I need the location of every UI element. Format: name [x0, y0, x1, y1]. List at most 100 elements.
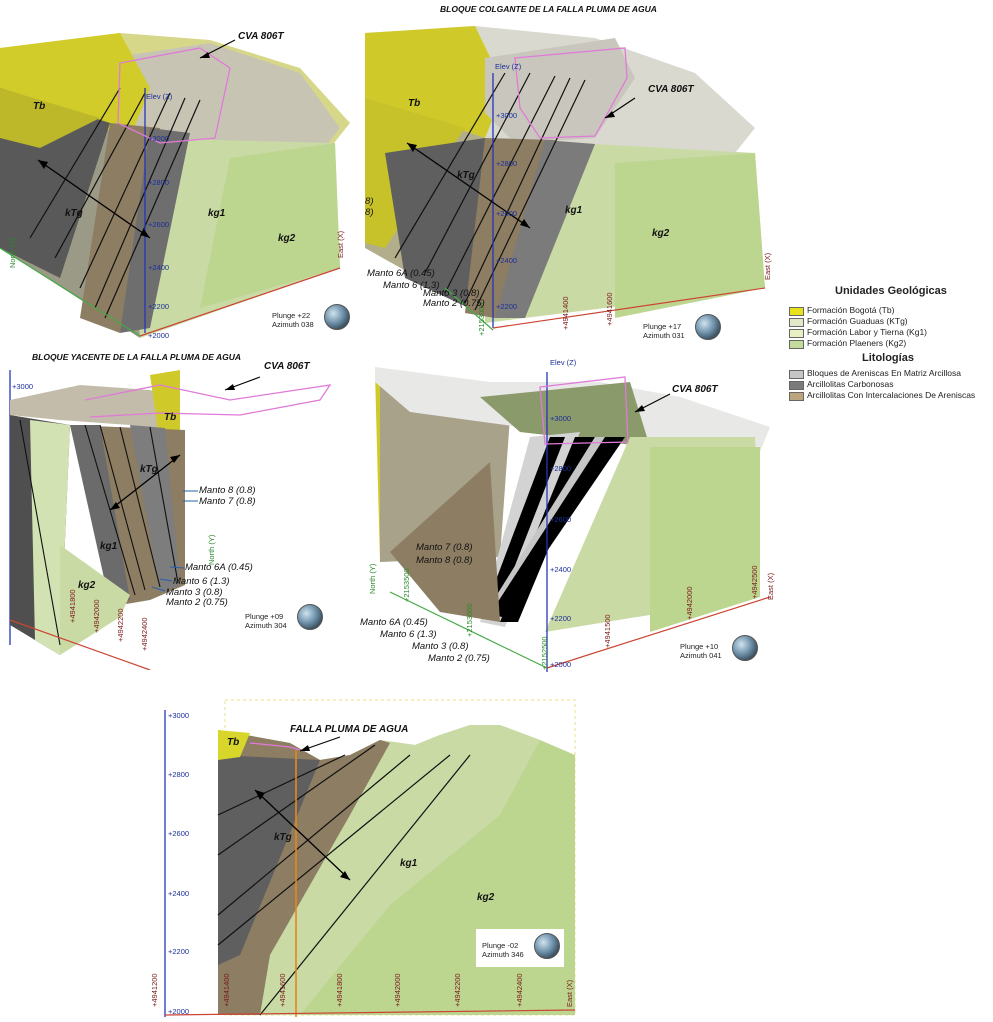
plunge-value: Plunge +17	[643, 322, 682, 331]
east-axis-label: East (X)	[763, 252, 772, 280]
legend-units-title: Unidades Geológicas	[835, 285, 947, 297]
cva-label: CVA 806T	[238, 31, 284, 42]
elev-tick: +2200	[168, 947, 190, 956]
east-axis-label: East (X)	[766, 572, 775, 600]
east-tick: +4942400	[140, 617, 149, 651]
legend-unit-item: Formación Plaeners (Kg2)	[807, 338, 907, 348]
unit-kg2-label: kg2	[477, 892, 495, 903]
unit-kg2-label: kg2	[652, 228, 670, 239]
unit-tb-label: Tb	[408, 98, 421, 109]
globe-icon	[732, 635, 758, 661]
cva-label: CVA 806T	[264, 361, 310, 372]
east-tick: +4942200	[453, 973, 462, 1007]
azimuth-value: Azimuth 346	[482, 950, 524, 959]
east-tick: +4941400	[561, 296, 570, 330]
plunge-value: Plunge +10	[680, 642, 719, 651]
manto-3-label: Manto 3 (0.8)	[423, 288, 480, 299]
elev-tick: +2400	[148, 263, 170, 272]
globe-icon	[534, 933, 560, 959]
legend-swatch	[789, 318, 804, 327]
east-tick: +4942200	[116, 608, 125, 642]
elev-tick: +2400	[550, 565, 572, 574]
north-tick: +2153500	[402, 568, 411, 602]
east-tick: +4941400	[222, 973, 231, 1007]
cva-label: CVA 806T	[648, 84, 694, 95]
elev-axis-label: Elev (Z)	[550, 358, 577, 367]
elev-tick: +3000	[550, 414, 572, 423]
azimuth-value: Azimuth 041	[680, 651, 722, 660]
manto-2-label: Manto 2 (0.75)	[428, 653, 490, 664]
unit-kg2-label: kg2	[78, 580, 96, 591]
legend-swatch	[789, 329, 804, 338]
unit-tb-label: Tb	[33, 101, 46, 112]
elev-tick: +2600	[168, 829, 190, 838]
unit-ktg-label: kTg	[65, 208, 83, 219]
legend-swatch	[789, 392, 804, 401]
block-model-4	[375, 367, 771, 672]
legend-unit-item: Formación Guaduas (KTg)	[807, 316, 908, 326]
manto-3-label: Manto 3 (0.8)	[166, 587, 223, 598]
unit-ktg-label: kTg	[274, 832, 292, 843]
elev-tick: +2800	[148, 178, 170, 187]
east-tick: +4942500	[750, 565, 759, 599]
manto-6a-label: Manto 6A (0.45)	[367, 268, 435, 279]
east-tick: +4941600	[605, 292, 614, 326]
elev-tick: +2200	[148, 302, 170, 311]
hanging-wall-title: BLOQUE COLGANTE DE LA FALLA PLUMA DE AGU…	[440, 4, 657, 14]
unit-kg1-label: kg1	[565, 205, 583, 216]
azimuth-value: Azimuth 038	[272, 320, 314, 329]
elev-tick: +2600	[550, 515, 572, 524]
elev-tick: +2000	[168, 1007, 190, 1016]
unit-tb-label: Tb	[227, 737, 240, 748]
legend-lith-item: Arcillolitas Carbonosas	[807, 379, 894, 389]
elev-tick: +2000	[148, 331, 170, 340]
east-tick: +4942000	[393, 973, 402, 1007]
elev-tick: +3000	[148, 134, 170, 143]
east-tick: +4941800	[68, 589, 77, 623]
elev-tick: +3000	[12, 382, 34, 391]
legend-unit-item: Formación Labor y Tierna (Kg1)	[807, 327, 927, 337]
manto-8-label: Manto 8 (0.8)	[416, 555, 473, 566]
elev-axis-label: Elev (Z)	[146, 92, 173, 101]
azimuth-value: Azimuth 031	[643, 331, 685, 340]
manto-3-label: Manto 3 (0.8)	[412, 641, 469, 652]
east-tick: +4941200	[150, 973, 159, 1007]
legend-swatch	[789, 370, 804, 379]
east-axis-label: East (X)	[336, 230, 345, 258]
legend-lith-title: Litologías	[862, 352, 914, 364]
globe-icon	[324, 304, 350, 330]
elev-tick: +3000	[168, 711, 190, 720]
unit-ktg-label: kTg	[140, 464, 158, 475]
north-tick: +2153000	[465, 603, 474, 637]
globe-icon	[695, 314, 721, 340]
manto-8-label: Manto 8 (0.8)	[199, 485, 256, 496]
manto-7-label: Manto 7 (0.8)	[416, 542, 473, 553]
elev-tick: +2800	[168, 770, 190, 779]
legend-unit-item: Formación Bogotá (Tb)	[807, 305, 895, 315]
elev-tick: +3000	[496, 111, 518, 120]
east-tick: +4942000	[685, 586, 694, 620]
north-tick: +2152500	[540, 636, 549, 670]
legend-swatch	[789, 307, 804, 316]
elev-tick: +2600	[148, 220, 170, 229]
panel-view-4: Elev (Z) CVA 806T +3000 +2800 +2600 +240…	[350, 352, 775, 672]
plunge-value: Plunge +09	[245, 612, 284, 621]
elev-tick: +2200	[550, 614, 572, 623]
east-tick: +4941800	[335, 973, 344, 1007]
view-orientation: Plunge +17 Azimuth 031	[643, 322, 685, 340]
unit-kg2-label: kg2	[278, 233, 296, 244]
panel-view-5: FALLA PLUMA DE AGUA Tb kTg kg1 kg2 +3000…	[150, 695, 585, 1022]
east-tick: +4942400	[515, 973, 524, 1007]
east-tick: +4941500	[603, 614, 612, 648]
manto-6a-label: Manto 6A (0.45)	[185, 562, 253, 573]
elev-tick: +2800	[496, 159, 518, 168]
block-model-1	[0, 33, 350, 338]
block-model-3	[9, 370, 332, 670]
manto-7-label: Manto 7 (0.8)	[199, 496, 256, 507]
legend-swatch	[789, 381, 804, 390]
east-axis-label: East (X)	[565, 979, 574, 1007]
panel-view-1: CVA 806T Tb kTg kg1 kg2 +3000 +2800 +260…	[0, 28, 362, 340]
elev-tick: +2600	[496, 209, 518, 218]
azimuth-value: Azimuth 304	[245, 621, 287, 630]
globe-icon	[297, 604, 323, 630]
